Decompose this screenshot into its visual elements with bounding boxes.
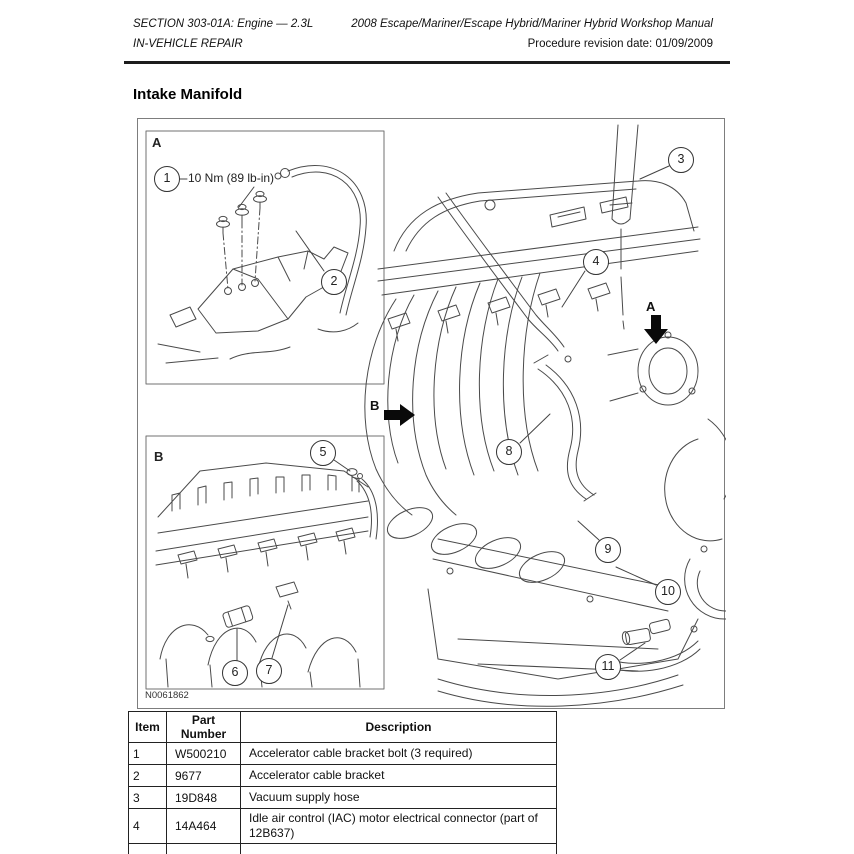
col-header-item: Item [128, 711, 167, 743]
view-a-label: A [646, 299, 656, 314]
header-subsection: IN-VEHICLE REPAIR [133, 38, 243, 50]
figure-id: N0061862 [145, 690, 189, 701]
description-cell: Idle air control (IAC) motor electrical … [240, 808, 557, 844]
callout-8: 8 [496, 439, 522, 465]
callout-2: 2 [321, 269, 347, 295]
table-row: 1 W500210 Accelerator cable bracket bolt… [128, 742, 557, 765]
header-left: SECTION 303-01A: Engine — 2.3L IN-VEHICL… [133, 14, 313, 54]
header-divider [124, 61, 730, 64]
item-cell [128, 843, 167, 854]
callout-1: 1 [154, 166, 180, 192]
col-header-part-number: Part Number [166, 711, 241, 743]
header-section: SECTION 303-01A: Engine — 2.3L [133, 18, 314, 30]
table-row-clipped [128, 843, 557, 854]
item-cell: 4 [128, 808, 167, 844]
description-cell: Vacuum supply hose [240, 786, 557, 809]
view-b-label: B [370, 398, 380, 413]
header-revision-date: Procedure revision date: 01/09/2009 [527, 38, 713, 50]
part-number-cell: W500210 [166, 742, 241, 765]
callout-10: 10 [655, 579, 681, 605]
callout-5: 5 [310, 440, 336, 466]
table-row: 3 19D848 Vacuum supply hose [128, 786, 557, 809]
header-manual-title: 2008 Escape/Mariner/Escape Hybrid/Marine… [351, 18, 713, 30]
col-header-description: Description [240, 711, 557, 743]
intake-manifold-figure: A B A B 10 Nm (89 lb-in) 1 2 3 4 5 6 7 8… [137, 118, 726, 709]
description-cell [240, 843, 557, 854]
page-title: Intake Manifold [133, 86, 243, 103]
parts-table: Item Part Number Description 1 W500210 A… [128, 711, 557, 854]
table-row: 4 14A464 Idle air control (IAC) motor el… [128, 808, 557, 844]
part-number-cell: 9677 [166, 764, 241, 787]
inset-a-label: A [152, 135, 162, 150]
callout-4: 4 [583, 249, 609, 275]
callout-7: 7 [256, 658, 282, 684]
item-cell: 1 [128, 742, 167, 765]
callout-3: 3 [668, 147, 694, 173]
part-number-cell: 19D848 [166, 786, 241, 809]
engine-line-art [145, 124, 726, 707]
callout-6: 6 [222, 660, 248, 686]
table-row: 2 9677 Accelerator cable bracket [128, 764, 557, 787]
item-cell: 2 [128, 764, 167, 787]
table-header-row: Item Part Number Description [128, 711, 557, 743]
part-number-cell [166, 843, 241, 854]
callout-9: 9 [595, 537, 621, 563]
callout-11: 11 [595, 654, 621, 680]
item-cell: 3 [128, 786, 167, 809]
description-cell: Accelerator cable bracket [240, 764, 557, 787]
header-right: 2008 Escape/Mariner/Escape Hybrid/Marine… [300, 14, 713, 54]
description-cell: Accelerator cable bracket bolt (3 requir… [240, 742, 557, 765]
part-number-cell: 14A464 [166, 808, 241, 844]
inset-b-label: B [154, 449, 164, 464]
torque-note: 10 Nm (89 lb-in) [188, 171, 275, 185]
